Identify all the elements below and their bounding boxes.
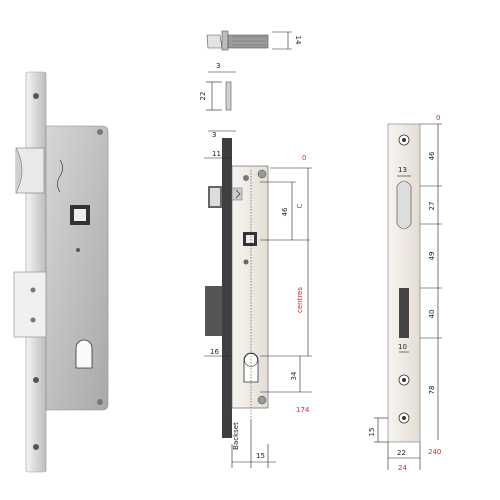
plate-zero-mark: 0 xyxy=(436,114,440,122)
bolt-hole-height-dim: 40 xyxy=(428,310,436,319)
bolt-projection-dim: 16 xyxy=(210,348,219,356)
bolt-to-screw-dim: 78 xyxy=(428,386,436,395)
latch-to-bolt-dim: 49 xyxy=(428,252,436,261)
faceplate-thickness-dim: 3 xyxy=(212,131,216,139)
backset-value: 15 xyxy=(256,452,265,460)
latch-detail: 14 xyxy=(206,30,302,51)
bolt-hole-width-dim: 10 xyxy=(398,343,407,351)
tongue-thickness-dim: 3 xyxy=(216,62,220,70)
latch-height-dim: 14 xyxy=(294,36,302,45)
c-label: C xyxy=(296,203,304,208)
cylinder-offset-dim: 34 xyxy=(290,371,298,380)
latch-projection-dim: 11 xyxy=(212,150,221,158)
plate-width-outer-dim: 24 xyxy=(398,464,407,472)
backset-label: Backset xyxy=(232,422,240,450)
side-view: 3 11 0 46 C centres 34 174 16 Backset 15 xyxy=(204,130,312,468)
latch-hole-height-dim: 27 xyxy=(428,202,436,211)
tongue-height-dim: 22 xyxy=(199,92,207,101)
axis-distance-dim: 46 xyxy=(281,207,289,216)
lock-photo xyxy=(13,71,109,473)
bottom-mark: 174 xyxy=(296,406,310,414)
tongue-detail: 3 22 xyxy=(199,62,236,111)
strike-plate: 0 46 27 49 40 78 240 13 10 15 22 24 xyxy=(368,114,442,472)
screw-to-bottom-dim: 15 xyxy=(368,428,376,437)
plate-width-inner-dim: 22 xyxy=(397,449,406,457)
plate-length-mark: 240 xyxy=(428,448,441,456)
centres-label: centres xyxy=(296,287,304,313)
plate-top-to-latch-dim: 46 xyxy=(428,151,436,160)
side-zero-mark: 0 xyxy=(302,154,306,162)
latch-width-dim: 13 xyxy=(398,166,407,174)
